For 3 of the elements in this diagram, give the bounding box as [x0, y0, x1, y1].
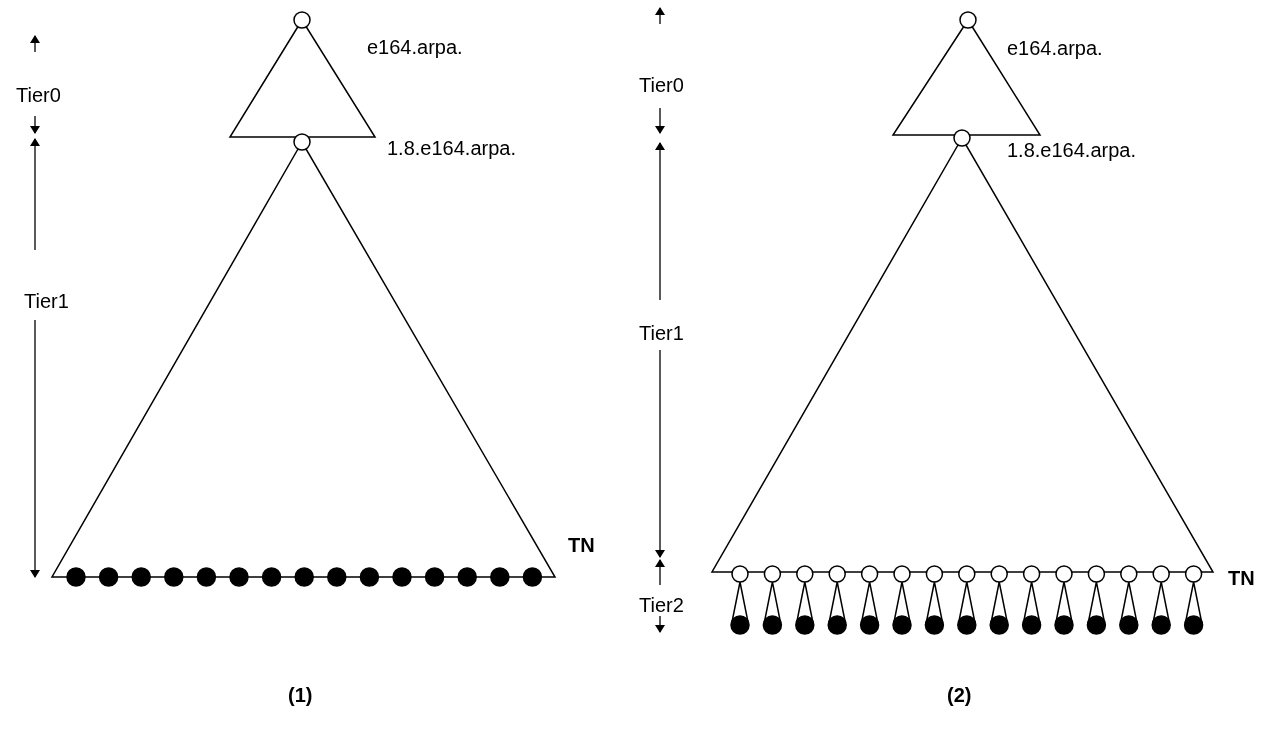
panel-number: (2): [945, 684, 974, 706]
tier-label: Tier2: [637, 594, 686, 616]
panel-number: (1): [286, 684, 315, 706]
